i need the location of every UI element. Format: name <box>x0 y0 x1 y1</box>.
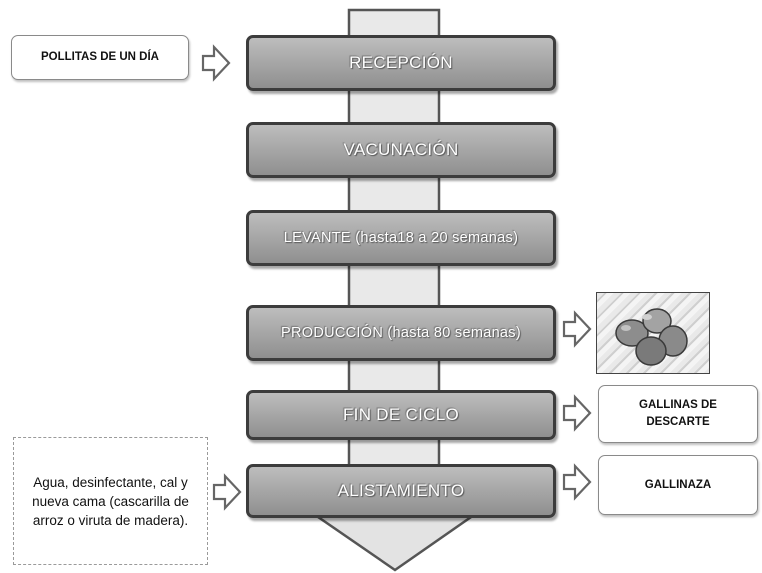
output-label-manure: GALLINAZA <box>644 478 712 491</box>
output-box-culled-hens: GALLINAS DE DESCARTE <box>598 385 758 443</box>
input-box-day-old-chicks: POLLITAS DE UN DÍA <box>11 35 189 80</box>
input-arrow-reception <box>201 44 231 82</box>
stage-label-rearing: LEVANTE (hasta18 a 20 semanas) <box>283 230 519 246</box>
output-arrow-preparation <box>562 463 592 501</box>
eggs-photo <box>596 292 710 374</box>
stage-reception: RECEPCIÓN <box>246 35 556 91</box>
input-label-day-old-chicks: POLLITAS DE UN DÍA <box>41 51 159 63</box>
input-note-text: Agua, desinfectante, cal y nueva cama (c… <box>32 474 189 528</box>
stage-production: PRODUCCIÓN (hasta 80 semanas) <box>246 305 556 361</box>
stage-label-preparation: ALISTAMIENTO <box>337 481 465 500</box>
stage-label-end-of-cycle: FIN DE CICLO <box>342 405 459 424</box>
stage-vaccination: VACUNACIÓN <box>246 122 556 178</box>
input-arrow-preparation <box>212 473 242 511</box>
stage-end-of-cycle: FIN DE CICLO <box>246 390 556 440</box>
eggs-illustration <box>615 308 688 366</box>
stage-preparation: ALISTAMIENTO <box>246 464 556 518</box>
stage-label-vaccination: VACUNACIÓN <box>343 140 459 159</box>
stage-label-reception: RECEPCIÓN <box>349 53 453 72</box>
stage-label-production: PRODUCCIÓN (hasta 80 semanas) <box>281 325 521 341</box>
output-box-manure: GALLINAZA <box>598 455 758 515</box>
output-label-culled-hens: GALLINAS DE DESCARTE <box>639 399 717 428</box>
input-note-preparation: Agua, desinfectante, cal y nueva cama (c… <box>13 437 208 565</box>
output-arrow-end-of-cycle <box>562 394 592 432</box>
stage-rearing: LEVANTE (hasta18 a 20 semanas) <box>246 210 556 266</box>
output-arrow-production <box>562 310 592 348</box>
